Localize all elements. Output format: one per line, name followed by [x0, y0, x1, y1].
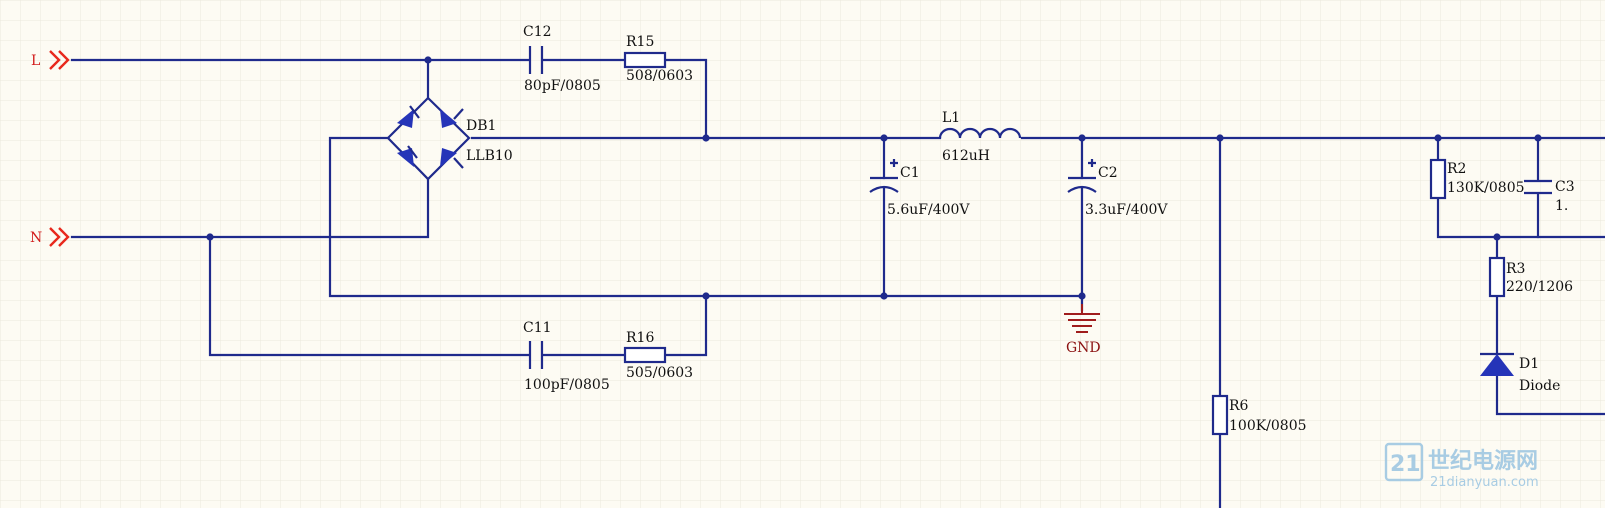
- net-label-n: N: [30, 230, 42, 246]
- d1-ref: D1: [1519, 356, 1539, 372]
- ground-symbol: GND: [1064, 304, 1101, 356]
- c11-ref: C11: [523, 320, 552, 336]
- l1-ref: L1: [942, 110, 960, 126]
- diode-d1[interactable]: D1 Diode: [1480, 352, 1560, 394]
- net-port-l: L: [31, 50, 70, 70]
- junctions: [206, 56, 1542, 300]
- c12-value: 80pF/0805: [524, 78, 601, 94]
- c1-ref: C1: [900, 165, 920, 181]
- ground-label: GND: [1066, 340, 1101, 356]
- db1-value: LLB10: [466, 148, 513, 164]
- resistor-r3[interactable]: R3 220/1206: [1488, 256, 1573, 298]
- resistor-r16[interactable]: R16 505/0603: [623, 330, 693, 381]
- d1-value: Diode: [1519, 378, 1560, 394]
- resistor-r15[interactable]: R15 508/0603: [623, 34, 693, 84]
- r2-value: 130K/0805: [1447, 180, 1525, 196]
- inductor-l1[interactable]: L1 612uH: [938, 110, 1022, 164]
- r6-ref: R6: [1229, 398, 1249, 414]
- c2-value: 3.3uF/400V: [1085, 202, 1168, 218]
- watermark-logo-icon: [1384, 442, 1424, 482]
- capacitor-c11[interactable]: C11 100pF/0805: [523, 320, 610, 393]
- capacitor-c1[interactable]: C1 5.6uF/400V: [869, 159, 970, 218]
- c2-ref: C2: [1098, 165, 1118, 181]
- watermark: 21 世纪电源网 21dianyuan.com: [1384, 442, 1539, 490]
- r16-value: 505/0603: [626, 365, 693, 381]
- c1-value: 5.6uF/400V: [887, 202, 970, 218]
- l1-value: 612uH: [942, 148, 990, 164]
- r6-value: 100K/0805: [1229, 418, 1307, 434]
- capacitor-c3[interactable]: C3 1.: [1524, 179, 1575, 214]
- db1-ref: DB1: [466, 118, 496, 134]
- r16-ref: R16: [626, 330, 654, 346]
- r2-ref: R2: [1447, 161, 1466, 177]
- r15-ref: R15: [626, 34, 654, 50]
- net-label-l: L: [31, 53, 40, 69]
- capacitor-c12[interactable]: C12 80pF/0805: [523, 24, 601, 94]
- watermark-logo-text: 21: [1390, 452, 1421, 477]
- bridge-rectifier-db1[interactable]: DB1 LLB10: [386, 96, 513, 181]
- r3-value: 220/1206: [1506, 279, 1573, 295]
- resistor-r2[interactable]: R2 130K/0805: [1429, 158, 1525, 200]
- r15-value: 508/0603: [626, 68, 693, 84]
- net-port-n: N: [30, 227, 70, 247]
- r3-ref: R3: [1506, 261, 1525, 277]
- c3-value: 1.: [1555, 198, 1568, 214]
- resistor-r6[interactable]: R6 100K/0805: [1211, 394, 1307, 436]
- capacitor-c2[interactable]: C2 3.3uF/400V: [1067, 159, 1168, 218]
- c3-ref: C3: [1555, 179, 1575, 195]
- c12-ref: C12: [523, 24, 552, 40]
- watermark-site-name: 世纪电源网: [1428, 448, 1538, 474]
- c11-value: 100pF/0805: [524, 377, 610, 393]
- watermark-url: 21dianyuan.com: [1430, 475, 1539, 490]
